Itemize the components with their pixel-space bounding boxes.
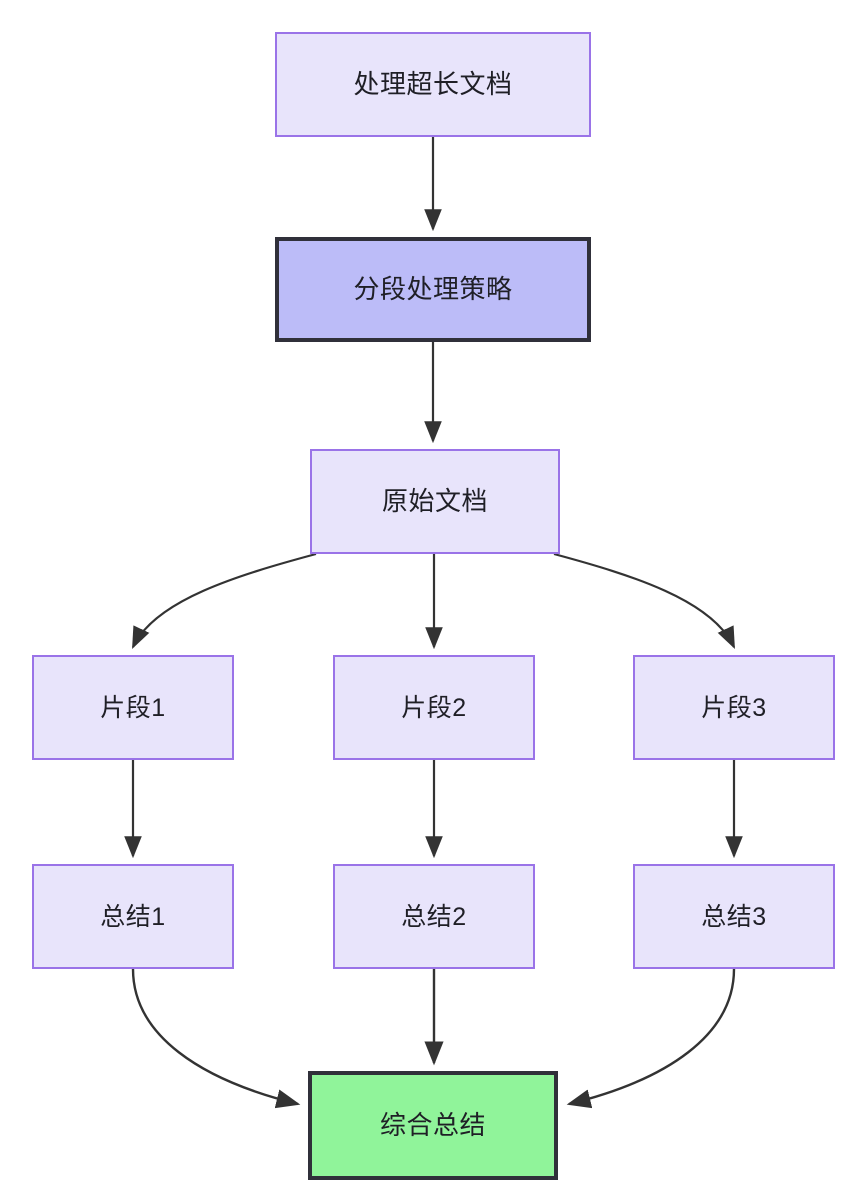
edge-n3-n6 (553, 552, 735, 649)
node-label: 综合总结 (379, 1109, 486, 1140)
node-chunking-strategy[interactable]: 分段处理策略 (275, 237, 591, 342)
node-summary-2[interactable]: 总结2 (333, 864, 535, 969)
node-summary-1[interactable]: 总结1 (32, 864, 234, 969)
edge-n7-n10 (131, 968, 301, 1109)
node-fragment-2[interactable]: 片段2 (333, 655, 535, 760)
edge-n3-n4 (132, 552, 317, 649)
node-fragment-1[interactable]: 片段1 (32, 655, 234, 760)
node-label: 总结3 (701, 902, 767, 931)
node-original-document[interactable]: 原始文档 (310, 449, 560, 554)
node-label: 分段处理策略 (353, 273, 513, 304)
node-label: 总结1 (100, 902, 166, 931)
node-fragment-3[interactable]: 片段3 (633, 655, 835, 760)
node-final-summary[interactable]: 综合总结 (308, 1071, 558, 1180)
node-label: 片段3 (701, 693, 767, 722)
node-process-long-document[interactable]: 处理超长文档 (275, 32, 591, 137)
node-label: 原始文档 (381, 485, 488, 516)
edge-n9-n10 (566, 968, 736, 1109)
node-summary-3[interactable]: 总结3 (633, 864, 835, 969)
node-label: 片段2 (401, 693, 467, 722)
node-label: 总结2 (401, 902, 467, 931)
node-label: 片段1 (100, 693, 166, 722)
node-label: 处理超长文档 (353, 68, 513, 99)
